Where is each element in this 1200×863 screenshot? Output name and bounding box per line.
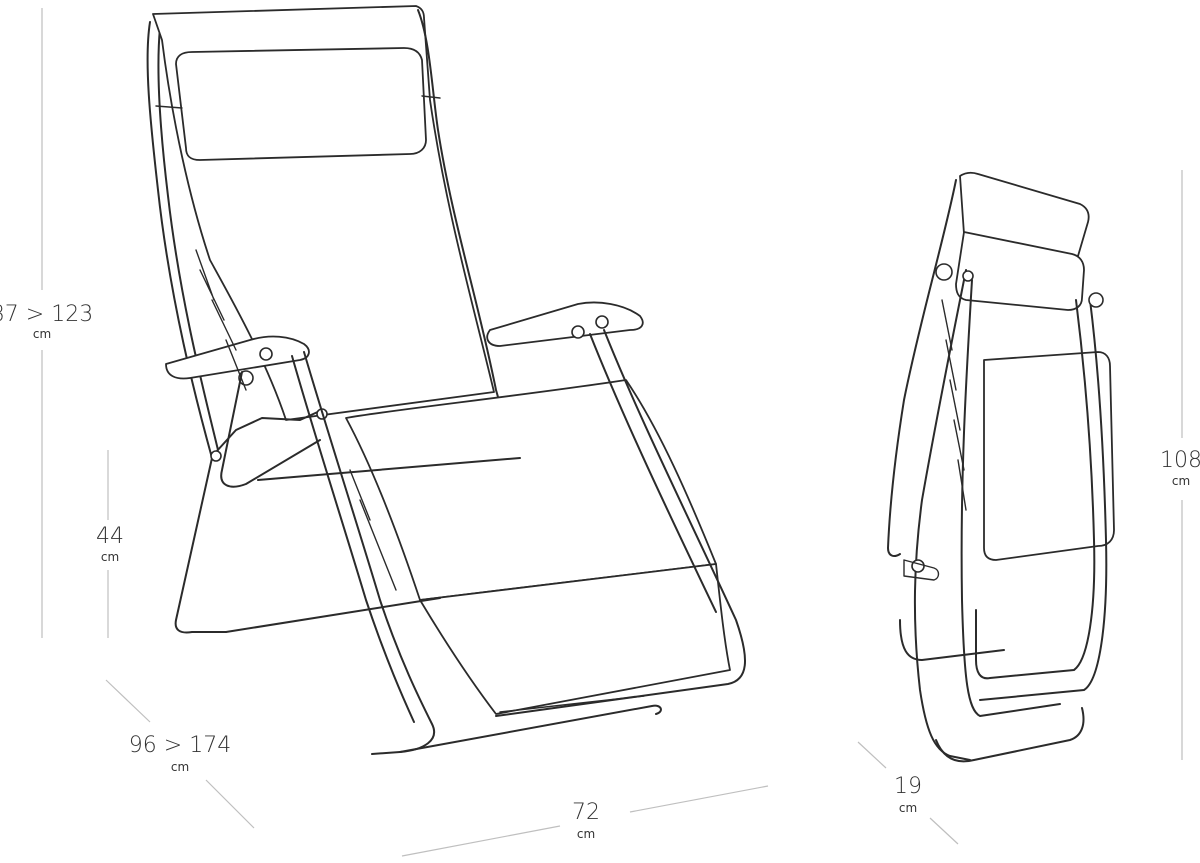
folded-base-bottom <box>935 707 1085 763</box>
folded-depth-line-bottom <box>929 817 959 845</box>
footrest-bar <box>499 695 645 713</box>
folded-depth-value: 19 <box>894 774 922 799</box>
chair-frame-front-left <box>303 351 435 755</box>
chair-frame-front-right-inner <box>589 333 717 613</box>
footrest-fabric <box>419 563 731 715</box>
armrest-left <box>165 335 310 380</box>
folded-depth-line-top <box>857 741 887 769</box>
width-line-right <box>629 785 769 813</box>
folded-base-lower <box>899 619 1005 661</box>
chair-frame-front-left-inner <box>291 355 415 723</box>
seat-fabric <box>345 379 717 601</box>
folded-pivot-mid <box>962 270 974 282</box>
length-unit: cm <box>171 760 189 774</box>
left-lock-joint <box>210 450 222 462</box>
length-line-top <box>105 679 151 723</box>
left-strut <box>220 371 321 488</box>
seat-height-unit: cm <box>101 550 119 564</box>
width-unit: cm <box>577 827 595 841</box>
folded-frame-inner-left <box>913 269 971 761</box>
headrest-strap-left <box>155 105 183 109</box>
folded-backrest <box>959 171 1090 257</box>
dimension-lines <box>41 8 1183 857</box>
folded-knob-right <box>1088 292 1104 308</box>
folded-pivot-top <box>935 263 953 281</box>
base-rail-front <box>399 704 662 753</box>
left-lever <box>215 409 323 453</box>
folded-seat <box>983 351 1115 561</box>
chair-frame-back-left <box>146 21 227 634</box>
width-line-left <box>401 825 561 857</box>
open-chair-drawing <box>146 5 746 755</box>
base-rail-left <box>225 597 441 633</box>
back-height-value: 87 > 123 <box>0 302 93 327</box>
folded-height-value: 108 <box>1160 448 1200 473</box>
width-value: 72 <box>572 800 600 825</box>
side-lacing <box>195 249 397 591</box>
folded-height-unit: cm <box>1172 474 1190 488</box>
back-height-unit: cm <box>33 327 51 341</box>
length-value: 96 > 174 <box>129 733 231 758</box>
folded-frame-right-inner <box>975 299 1096 680</box>
folded-strap <box>903 559 940 581</box>
folded-frame-middle <box>960 279 1061 717</box>
seat-height-value: 44 <box>96 524 124 549</box>
folded-frame-outer-left <box>887 179 957 557</box>
armrest-right-pivot <box>595 315 609 329</box>
folded-lacing <box>941 299 967 511</box>
armrest-left-pivot <box>259 347 273 361</box>
folded-headrest <box>955 231 1085 311</box>
armrest-right <box>486 301 644 347</box>
folded-joint-lower <box>911 559 925 573</box>
length-line-bottom <box>205 779 255 829</box>
headrest-strap-right <box>421 95 441 99</box>
armrest-right-knob <box>571 325 585 339</box>
folded-frame-right <box>979 299 1108 701</box>
folded-depth-unit: cm <box>899 801 917 815</box>
rear-crossbar <box>257 457 521 481</box>
chair-frame-back-left-inner <box>157 27 219 451</box>
chair-frame-front-right <box>495 329 746 717</box>
dimension-labels: 87 > 123 cm 44 cm 96 > 174 cm 72 cm 108 … <box>0 302 1200 841</box>
folded-chair-drawing <box>887 171 1115 763</box>
headrest-pillow <box>175 47 427 161</box>
